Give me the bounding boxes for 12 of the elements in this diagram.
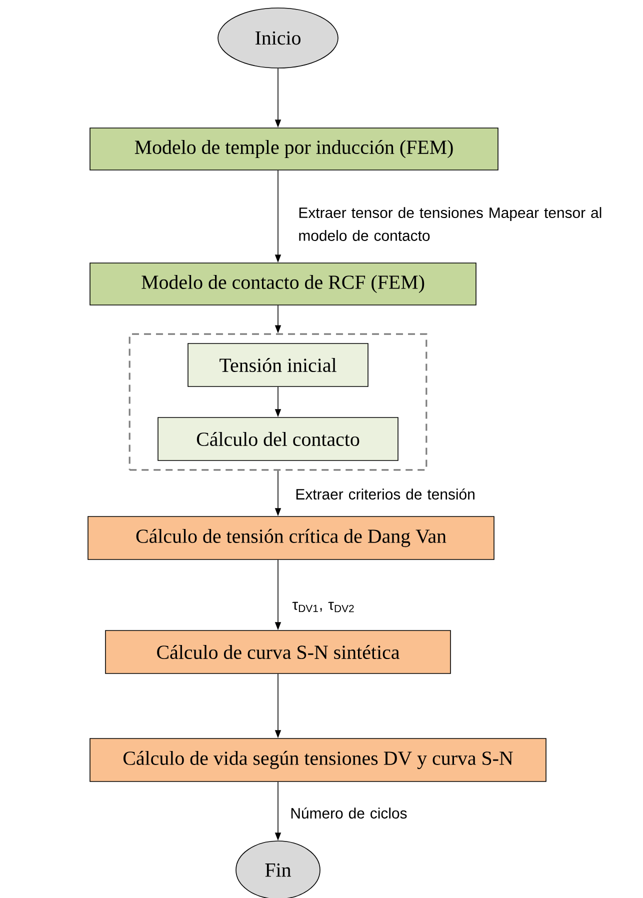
edge-label: Extraer tensor de tensiones Mapear tensor al modelo de contacto	[299, 207, 602, 241]
process-box: Cálculo del contacto	[158, 417, 398, 461]
process-box: Tensión inicial	[188, 343, 368, 387]
process-box: Modelo de contacto de RCF (FEM)	[90, 262, 476, 306]
process-box: Cálculo de tensión crítica de Dang Van	[88, 516, 494, 560]
dashed-group-box	[128, 333, 428, 471]
process-box: Cálculo de curva S-N sintética	[105, 630, 451, 674]
process-box: Cálculo de vida según tensiones DV y curva S-N	[90, 738, 546, 782]
edge-label: Número de ciclos	[291, 807, 407, 819]
edge-label: Extraer criterios de tensión	[296, 488, 474, 500]
edge-label: τ$_{DV1}$, τ$_{DV2}$	[292, 602, 354, 612]
process-box: Modelo de temple por inducción (FEM)	[90, 128, 498, 170]
